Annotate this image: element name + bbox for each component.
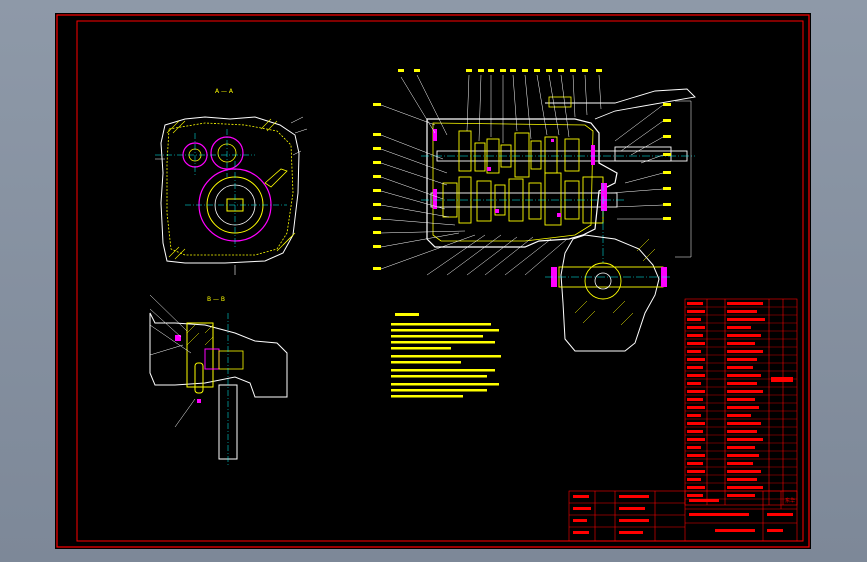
main-section-view: [373, 69, 696, 352]
technical-notes: [391, 313, 501, 398]
section-a-view: A — A: [155, 88, 308, 275]
section-a-housing: [160, 116, 300, 264]
title-block-logo: 东华: [785, 497, 795, 504]
differential-housing: [560, 234, 660, 352]
assembly-drawing: A — A: [56, 14, 810, 548]
section-b-view: B — B: [149, 294, 288, 465]
cad-drawing-viewport[interactable]: A — A: [55, 13, 811, 549]
section-a-label: A — A: [215, 88, 234, 95]
title-block: [568, 490, 798, 542]
outer-frame: [56, 14, 810, 548]
title-block-text: 东华: [573, 495, 795, 534]
gearbox-housing: [426, 118, 618, 248]
inner-frame: [76, 20, 804, 542]
section-b-housing: [149, 312, 288, 398]
parts-list-text: [687, 302, 793, 497]
parts-list: [684, 298, 798, 506]
section-b-label: B — B: [207, 296, 225, 303]
